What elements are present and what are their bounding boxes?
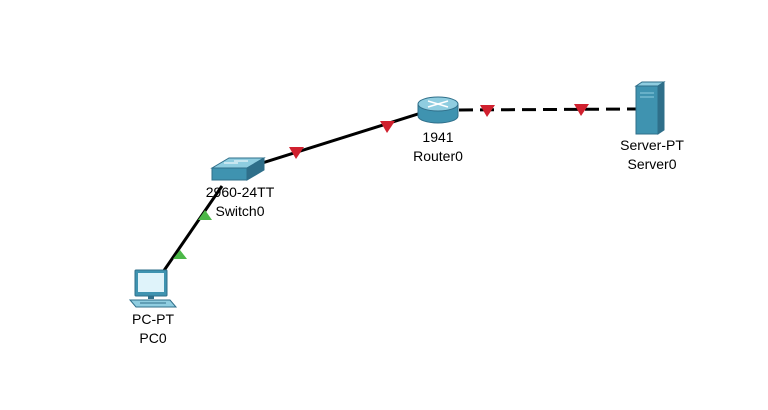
router-model-label: 1941 <box>422 129 454 145</box>
status-up-marker <box>198 210 212 220</box>
status-down-marker <box>480 105 495 117</box>
link-switch-router[interactable] <box>239 106 438 172</box>
status-down-marker <box>380 121 395 133</box>
pc-icon[interactable] <box>128 269 178 308</box>
switch-model-label: 2960-24TT <box>205 184 275 200</box>
router-icon[interactable] <box>417 96 459 124</box>
pc-name-label: PC0 <box>139 330 167 346</box>
server-model-label: Server-PT <box>620 137 684 153</box>
server-icon[interactable] <box>634 81 666 135</box>
switch-name-label: Switch0 <box>215 203 265 219</box>
switch-icon[interactable] <box>210 157 266 181</box>
status-down-marker <box>289 147 304 159</box>
status-down-marker <box>574 104 589 116</box>
status-up-marker <box>173 250 187 259</box>
router-name-label: Router0 <box>413 148 463 164</box>
pc-model-label: PC-PT <box>132 311 174 327</box>
server-name-label: Server0 <box>627 156 677 172</box>
link-pc-switch[interactable] <box>161 185 224 273</box>
